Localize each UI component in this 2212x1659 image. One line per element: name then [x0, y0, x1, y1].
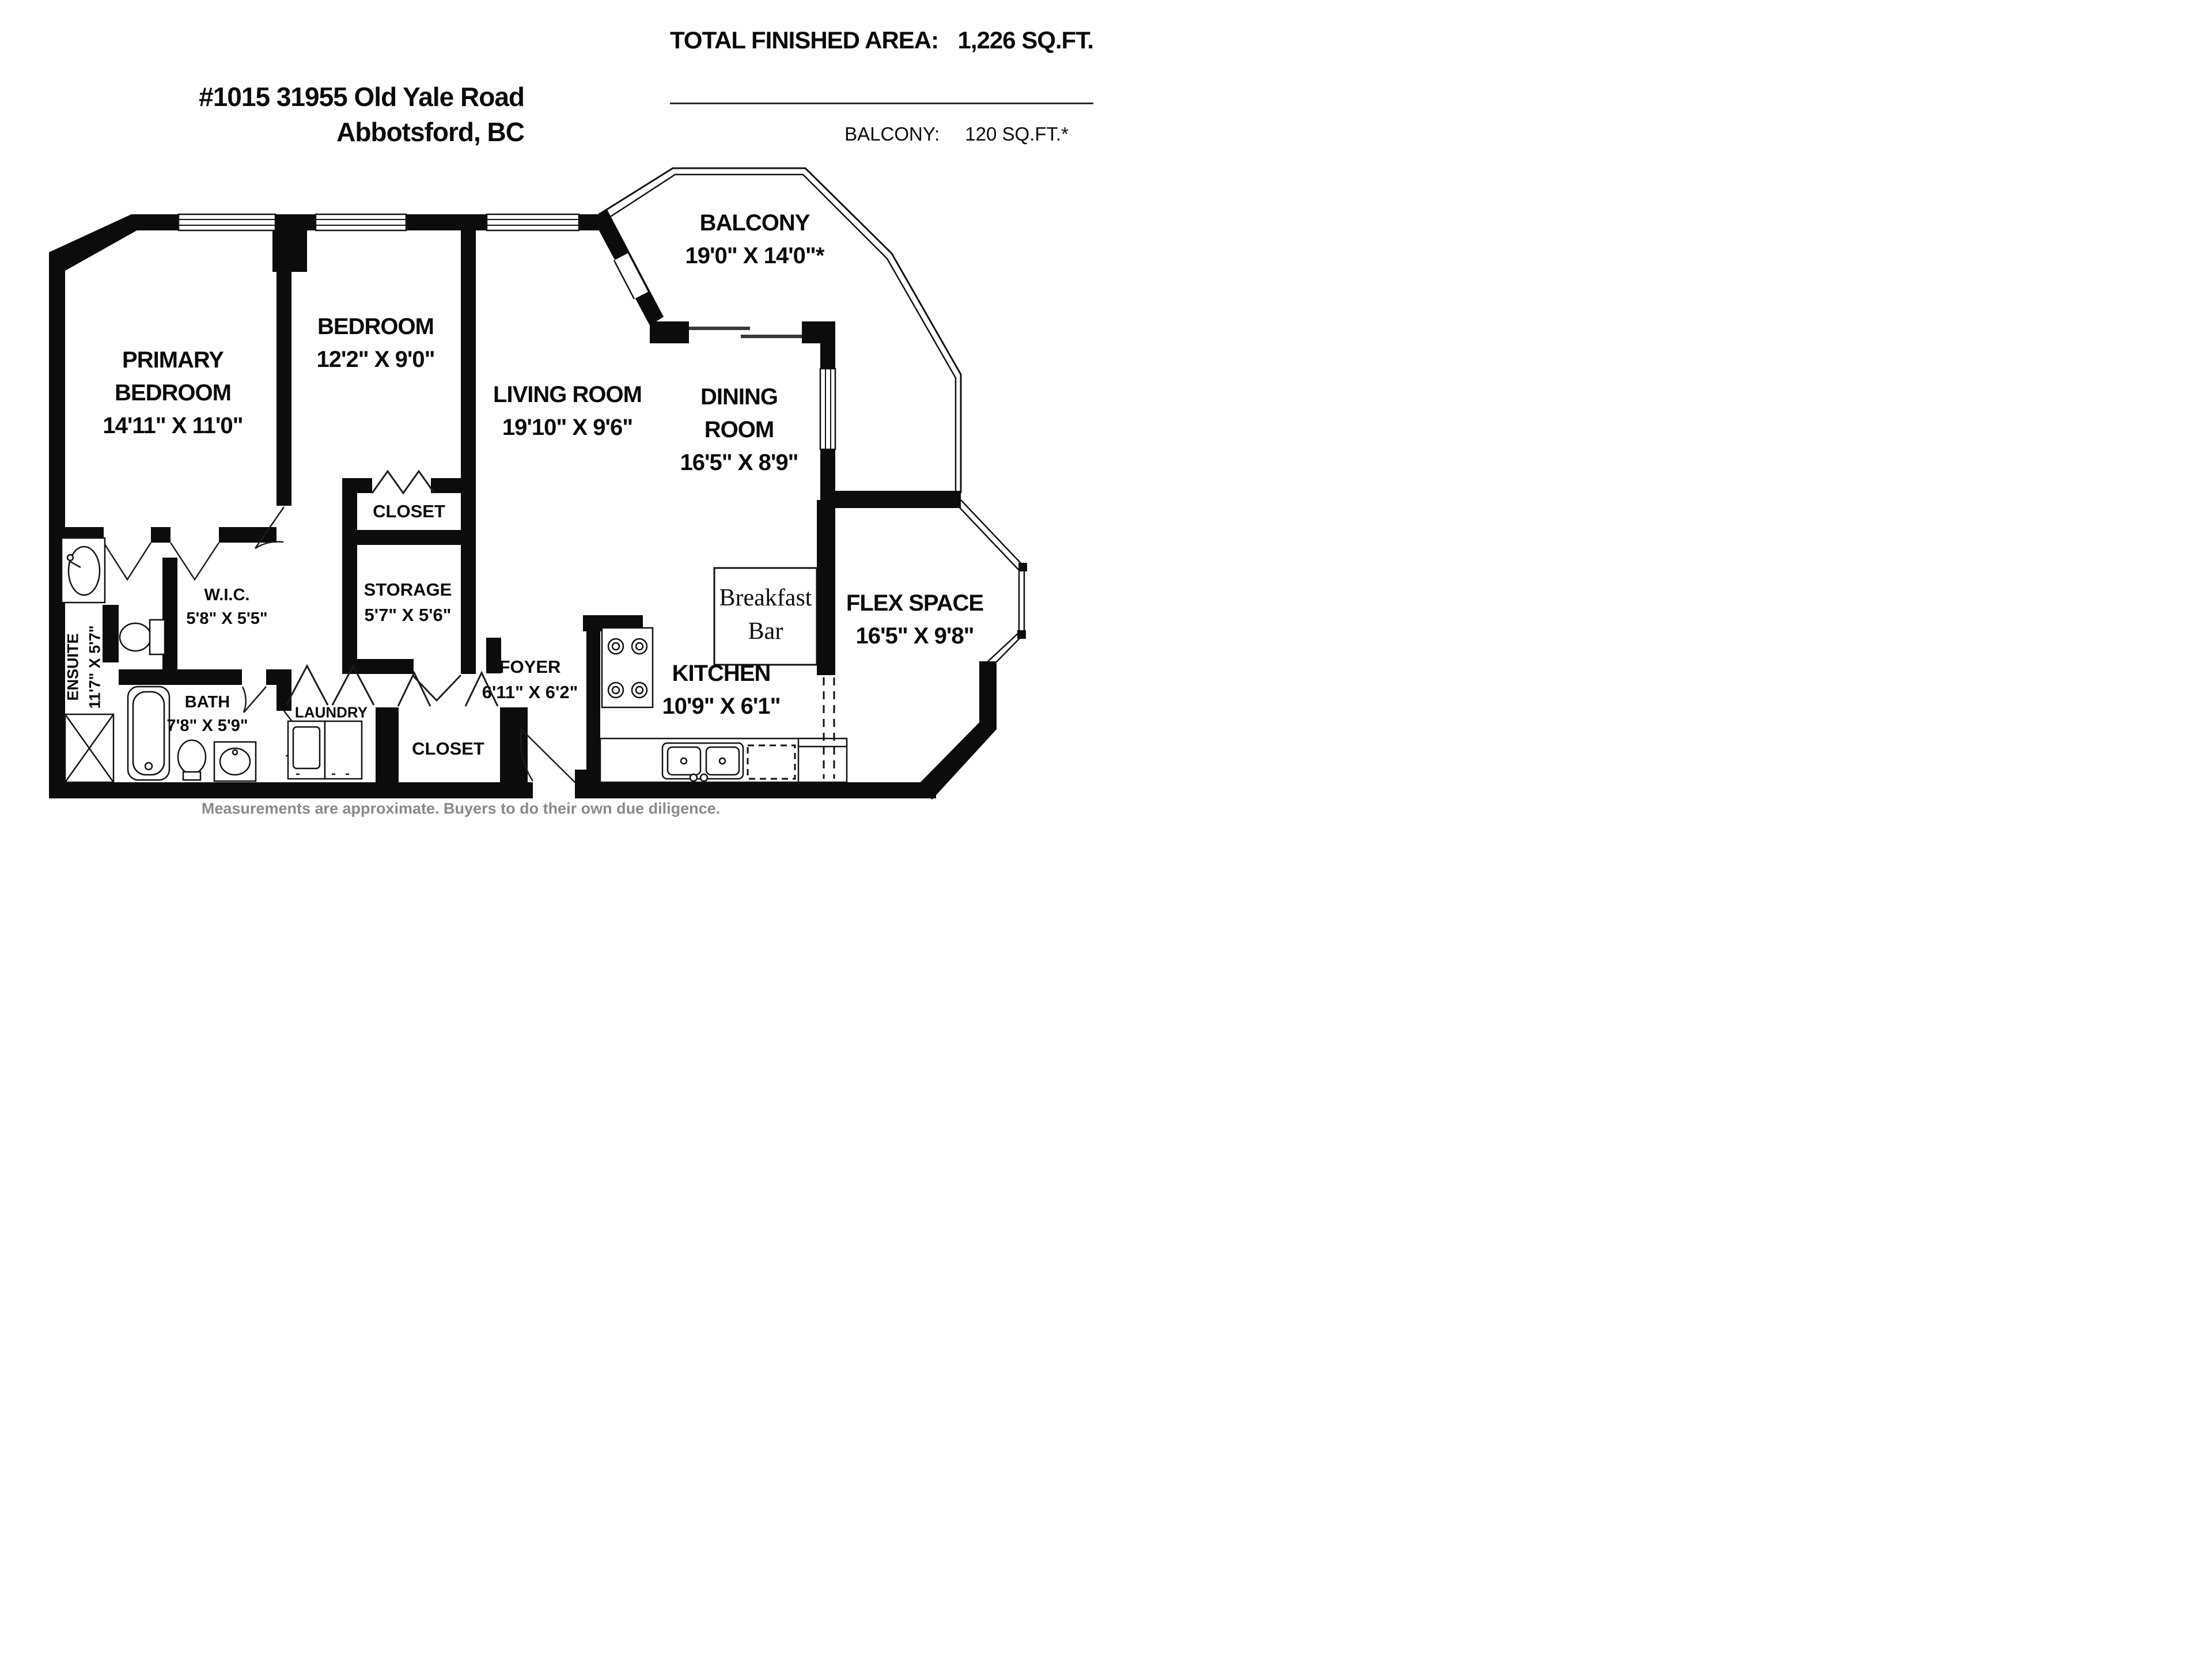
- floorplan-page: #1015 31955 Old Yale Road Abbotsford, BC…: [0, 0, 1106, 830]
- address-line-1: #1015 31955 Old Yale Road: [199, 82, 525, 112]
- label-breakfast-bar: Breakfast Bar: [719, 585, 812, 645]
- label-primary-bedroom: PRIMARY BEDROOM 14'11" X 11'0": [103, 347, 243, 438]
- kitchen-sink: [661, 742, 744, 782]
- washer-dryer: [287, 720, 363, 780]
- storage-door-chevron: [411, 674, 462, 702]
- label-living-room: LIVING ROOM 19'10" X 9'6": [493, 382, 642, 440]
- bath-door: [241, 686, 267, 713]
- balcony-sliding-door: [689, 327, 802, 338]
- ensuite-toilet: [119, 619, 166, 656]
- entry-door: [520, 729, 577, 784]
- windows: [177, 213, 836, 450]
- breakfast-bar-counter: [713, 567, 818, 666]
- kitchen-passthrough-dashed: [823, 677, 835, 779]
- label-closet-lower: CLOSET: [412, 738, 484, 759]
- bath-sink: [213, 741, 257, 782]
- closet-lower-bifold: [397, 671, 431, 707]
- label-closet-upper: CLOSET: [373, 501, 445, 521]
- label-balcony: BALCONY 19'0" X 14'0"*: [685, 210, 825, 268]
- balcony-area: BALCONY: 120 SQ.FT.*: [670, 123, 1069, 145]
- label-bath: BATH 7'8" X 5'9": [166, 692, 248, 735]
- floorplan-drawing: [49, 167, 1027, 800]
- property-address: #1015 31955 Old Yale Road Abbotsford, BC: [0, 79, 525, 149]
- label-bedroom: BEDROOM 12'2" X 9'0": [316, 314, 435, 372]
- label-foyer: FOYER 6'11" X 6'2": [482, 656, 578, 702]
- stove: [601, 627, 654, 709]
- laundry-bifold: [285, 664, 329, 706]
- dining-window: [819, 368, 836, 450]
- flex-bay-windows: [956, 499, 1027, 668]
- dishwasher: [747, 744, 796, 780]
- ensuite-double-door: [103, 542, 152, 581]
- label-storage: STORAGE 5'7" X 5'6": [363, 579, 452, 625]
- bifold-doors: [285, 469, 499, 707]
- label-laundry: LAUNDRY: [294, 703, 368, 721]
- ensuite-sink: [60, 537, 106, 604]
- total-area-value: 1,226 SQ.FT.: [957, 26, 1094, 54]
- bath-toilet: [177, 739, 207, 781]
- disclaimer: Measurements are approximate. Buyers to …: [201, 800, 721, 817]
- closet-lower-bifold-2: [464, 671, 499, 707]
- label-wic: W.I.C. 5'8" X 5'5": [186, 585, 268, 628]
- bedroom-door: [254, 506, 285, 550]
- balcony-area-label: BALCONY:: [844, 123, 940, 145]
- balcony-angled-window: [613, 252, 650, 300]
- shower: [64, 713, 115, 783]
- label-kitchen: KITCHEN 10'9" X 6'1": [662, 661, 781, 719]
- fixtures: [60, 537, 848, 783]
- wic-double-door: [169, 542, 220, 581]
- area-divider-line: [670, 103, 1093, 104]
- bathtub: [127, 685, 171, 781]
- balcony-area-value: 120 SQ.FT.*: [965, 123, 1069, 145]
- laundry-bifold-2: [331, 664, 375, 706]
- label-flex-space: FLEX SPACE 16'5" X 9'8": [846, 590, 984, 649]
- interior-walls: [65, 230, 643, 782]
- label-ensuite: ENSUITE 11'7" X 5'7": [64, 625, 104, 709]
- label-dining-room: DINING ROOM 16'5" X 8'9": [680, 384, 798, 475]
- fridge: [797, 737, 848, 783]
- closet-upper-bifold: [371, 469, 435, 495]
- balcony-railing: [599, 167, 962, 493]
- address-line-2: Abbotsford, BC: [336, 116, 525, 147]
- total-area: TOTAL FINISHED AREA: 1,226 SQ.FT.: [670, 26, 1094, 54]
- total-area-label: TOTAL FINISHED AREA:: [670, 26, 939, 54]
